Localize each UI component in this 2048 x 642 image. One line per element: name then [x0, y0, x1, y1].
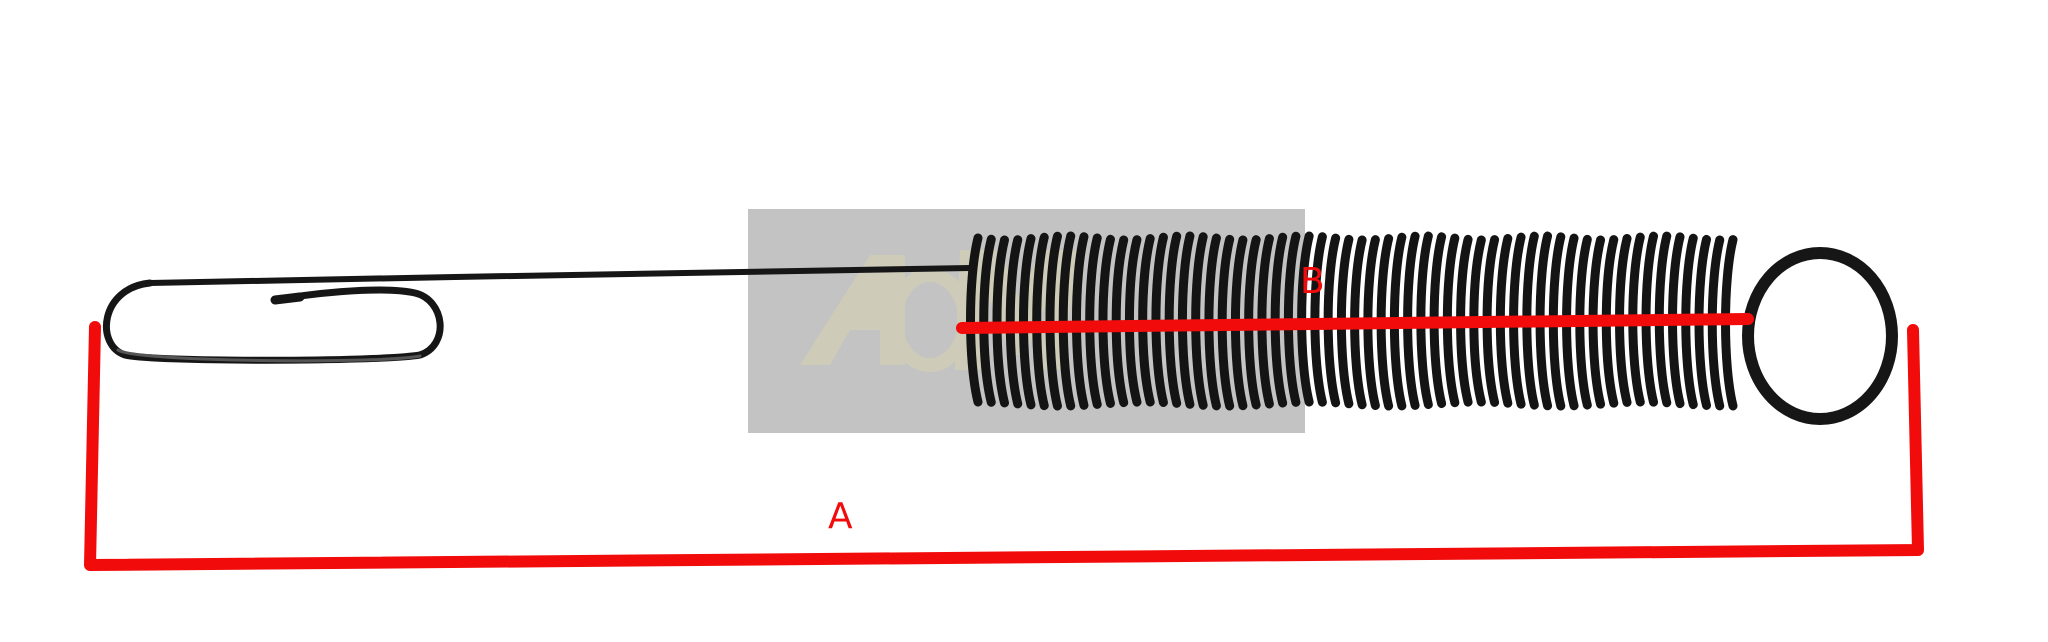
spring-coil-turn: [966, 233, 983, 407]
spring-coil-turn: [992, 235, 1009, 408]
dimension-bracket-a: [84, 321, 1924, 571]
spring-coil-turn: [979, 234, 996, 407]
label-b: B: [1300, 261, 1325, 302]
spring-end-loop: [1742, 247, 1898, 425]
label-a: A: [828, 496, 853, 537]
spring-hook-wire: [102, 265, 973, 364]
dimension-line-b: [956, 313, 1754, 334]
